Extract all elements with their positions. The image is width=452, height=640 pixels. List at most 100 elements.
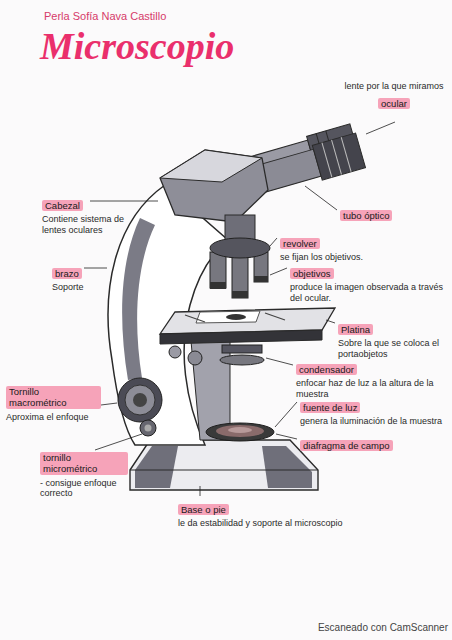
head-shape — [160, 150, 268, 245]
part-name: tubo óptico — [340, 210, 392, 221]
leader-lines — [270, 268, 287, 275]
part-description: le da estabilidad y soporte al microscop… — [178, 518, 443, 529]
part-description: Contiene sistema de lentes oculares — [42, 214, 132, 236]
stage-shape — [226, 314, 246, 320]
part-label: tubo óptico — [340, 204, 440, 223]
leader-lines — [84, 122, 395, 496]
head-shape — [160, 150, 262, 182]
leader-lines — [326, 320, 335, 323]
revolver-objectives — [210, 282, 226, 289]
condenser — [220, 355, 264, 365]
head-shape — [160, 150, 268, 222]
part-description: produce la imagen observada a través del… — [290, 282, 445, 304]
part-name: objetivos — [290, 268, 334, 279]
coarse-knob — [118, 378, 162, 422]
part-label: objetivos produce la imagen observada a t… — [290, 262, 445, 304]
part-label: fuente de luz genera la iluminación de la… — [300, 396, 448, 427]
part-description: - consigue enfoque correcto — [40, 478, 128, 500]
coarse-knob — [133, 393, 147, 407]
stage-shape — [196, 311, 260, 323]
base-shape — [262, 446, 312, 488]
leader-lines — [305, 186, 337, 210]
stage-shape — [160, 308, 335, 358]
part-label: condensador enfocar haz de luz a la altur… — [296, 358, 446, 400]
revolver-objectives — [254, 276, 268, 282]
stage-shape — [265, 313, 285, 320]
part-name: diafragma de campo — [300, 440, 393, 451]
condenser — [188, 351, 202, 365]
fine-knob — [140, 420, 156, 436]
part-description: genera la iluminación de la muestra — [300, 416, 448, 427]
part-description: se fijan los objetivos. — [280, 252, 415, 263]
watermark: Escaneado con CamScanner — [300, 622, 448, 633]
part-label: brazoSoporte — [52, 262, 107, 293]
part-label: revolver se fijan los objetivos. — [280, 232, 415, 263]
part-label: Tornillo macrométricoAproxima el enfoque — [6, 386, 101, 422]
part-name: tornillo micrométrico — [40, 452, 128, 475]
part-name: revolver — [280, 238, 320, 249]
leader-lines — [101, 403, 117, 405]
part-name: Base o pie — [178, 504, 229, 515]
revolver-objectives — [210, 238, 270, 298]
part-name: condensador — [296, 364, 357, 375]
part-description: lente por la que miramos — [340, 81, 448, 92]
leader-lines — [266, 358, 293, 365]
revolver-objectives — [232, 256, 248, 298]
leader-lines — [366, 122, 395, 134]
part-name: Cabezal — [42, 200, 83, 211]
part-label: PlatinaSobre la que se coloca el portaob… — [338, 318, 448, 360]
base-shape — [130, 440, 318, 490]
light-source — [216, 425, 264, 437]
part-description: Soporte — [52, 282, 107, 293]
part-label: lente por la que miramos ocular — [340, 80, 448, 111]
arm-shape — [122, 218, 155, 380]
leader-lines — [270, 238, 277, 246]
revolver-objectives — [210, 238, 270, 258]
eyepiece-front — [332, 140, 342, 175]
part-name: ocular — [378, 98, 410, 109]
eyepiece-front — [312, 133, 365, 180]
condenser — [188, 345, 264, 365]
stage-shape — [185, 315, 205, 322]
coarse-knob — [125, 385, 155, 415]
base-shape — [130, 470, 318, 471]
part-description: enfocar haz de luz a la altura de la mue… — [296, 378, 446, 400]
author-name: Perla Sofía Nava Castillo — [44, 10, 344, 22]
part-label: diafragma de campo — [300, 434, 448, 453]
coarse-knob — [118, 378, 162, 422]
part-label: CabezalContiene sistema de lentes ocular… — [42, 194, 132, 236]
light-source — [228, 427, 252, 433]
part-name: Tornillo macrométrico — [6, 386, 101, 409]
leader-lines — [200, 486, 201, 496]
part-label: tornillo micrométrico - consigue enfoque … — [40, 452, 128, 499]
stage-shape — [169, 346, 181, 358]
light-source — [206, 423, 274, 441]
part-description: Aproxima el enfoque — [6, 412, 101, 423]
leader-lines — [276, 434, 297, 439]
fine-knob — [145, 425, 152, 432]
leader-lines — [275, 402, 297, 427]
eyepiece-front — [341, 137, 351, 172]
leader-lines — [95, 434, 142, 450]
part-label: Base o pie le da estabilidad y soporte al… — [178, 498, 443, 529]
part-name: brazo — [52, 268, 82, 279]
light-source — [206, 423, 274, 441]
part-description: Sobre la que se coloca el portaobjetos — [338, 338, 448, 360]
revolver-objectives — [210, 252, 226, 288]
part-name: Platina — [338, 324, 373, 335]
eyepiece-front — [322, 143, 332, 178]
leader-lines — [90, 201, 158, 202]
base-shape — [130, 440, 318, 490]
leader-lines — [84, 268, 107, 269]
stage-shape — [160, 330, 322, 344]
part-name: fuente de luz — [300, 402, 360, 413]
revolver-objectives — [232, 291, 248, 298]
fine-knob — [140, 420, 156, 436]
title: Microscopio — [40, 24, 234, 68]
base-shape — [135, 446, 178, 488]
condenser — [222, 345, 262, 353]
